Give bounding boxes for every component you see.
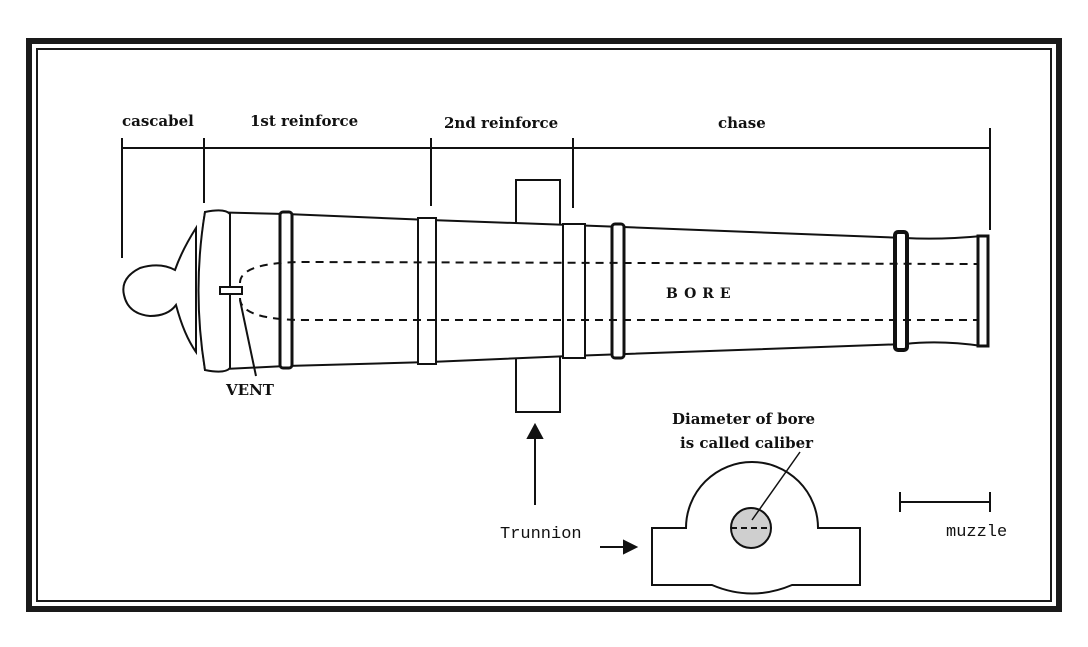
- caliber-pointer: [751, 451, 801, 521]
- section-dimension-line: [121, 128, 991, 258]
- inner-frame: [36, 48, 1052, 602]
- label-chase: chase: [718, 114, 766, 132]
- label-caliber-line1: Diameter of bore: [672, 410, 815, 428]
- reinforce-rings: [278, 210, 990, 370]
- label-trunnion: Trunnion: [500, 525, 582, 544]
- label-bore: BORE: [666, 286, 737, 302]
- label-muzzle: muzzle: [946, 523, 1007, 542]
- trunnion-top: [515, 179, 561, 229]
- trunnion-right-arrow: [600, 539, 639, 555]
- outer-frame: [26, 38, 1062, 612]
- label-second-reinforce: 2nd reinforce: [444, 114, 558, 132]
- label-caliber-line2: is called caliber: [680, 434, 814, 452]
- label-first-reinforce: 1st reinforce: [250, 112, 358, 130]
- muzzle-scale-bar: [899, 492, 991, 512]
- label-cascabel: cascabel: [122, 112, 194, 130]
- breech-base-ring: [197, 209, 231, 373]
- vent-pointer: [239, 299, 257, 377]
- label-vent: VENT: [225, 381, 275, 399]
- cascabel-knob: [122, 224, 197, 356]
- trunnion-up-arrow: [526, 422, 544, 505]
- vent-hole: [219, 286, 243, 295]
- cannon-barrel: [198, 210, 989, 372]
- trunnion-bottom: [515, 351, 561, 413]
